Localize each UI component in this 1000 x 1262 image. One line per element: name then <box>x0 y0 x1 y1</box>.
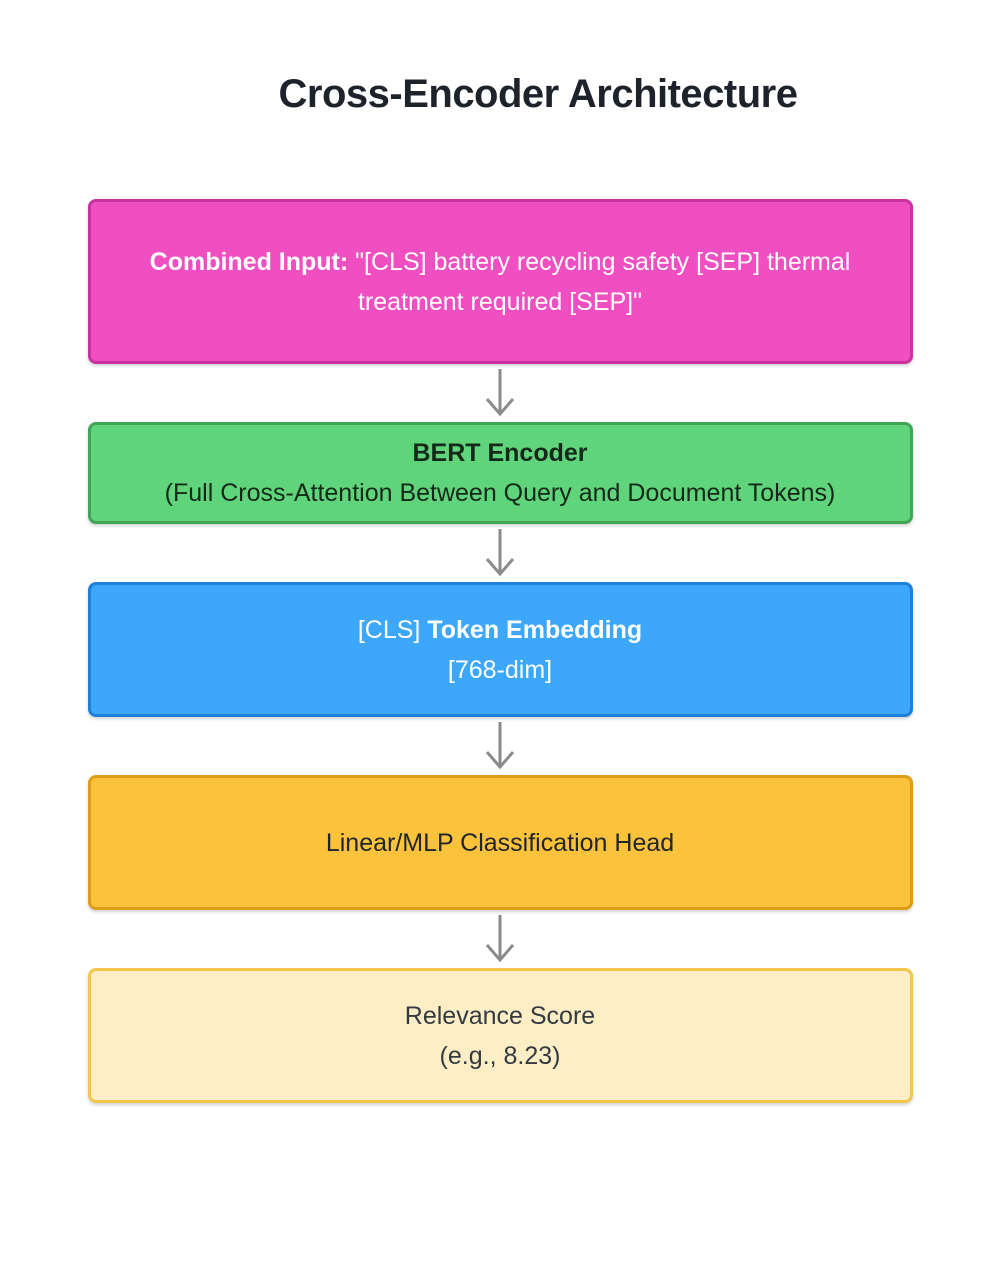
bert-encoder-node: BERT Encoder (Full Cross-Attention Betwee… <box>87 422 913 524</box>
down-arrow-icon <box>485 529 515 577</box>
node-text-line: (e.g., 8.23) <box>439 1041 561 1070</box>
down-arrow-icon <box>485 722 515 770</box>
relevance-score-node: Relevance Score (e.g., 8.23) <box>87 968 913 1103</box>
flow-diagram: Combined Input: "[CLS] battery recycling… <box>87 199 913 1103</box>
down-arrow-icon <box>485 915 515 963</box>
node-text-line: Combined Input: "[CLS] battery recycling… <box>149 247 851 276</box>
node-text-line: [768-dim] <box>447 655 553 684</box>
combined-input-node: Combined Input: "[CLS] battery recycling… <box>87 199 913 364</box>
node-text-line: treatment required [SEP]" <box>357 287 642 316</box>
down-arrow-icon <box>485 369 515 417</box>
node-text-line: BERT Encoder <box>412 439 588 467</box>
down-arrow <box>88 364 913 422</box>
down-arrow <box>88 524 913 582</box>
node-text-line: [CLS] Token Embedding <box>357 615 643 644</box>
node-text-line: (Full Cross-Attention Between Query and … <box>164 479 836 507</box>
node-text-line: Relevance Score <box>404 1001 596 1030</box>
cls-token-embedding-node: [CLS] Token Embedding [768-dim] <box>87 582 913 717</box>
node-text-line: Linear/MLP Classification Head <box>325 828 675 857</box>
down-arrow <box>88 910 913 968</box>
classification-head-node: Linear/MLP Classification Head <box>87 775 913 910</box>
page-title: Cross-Encoder Architecture <box>278 72 799 116</box>
down-arrow <box>88 717 913 775</box>
